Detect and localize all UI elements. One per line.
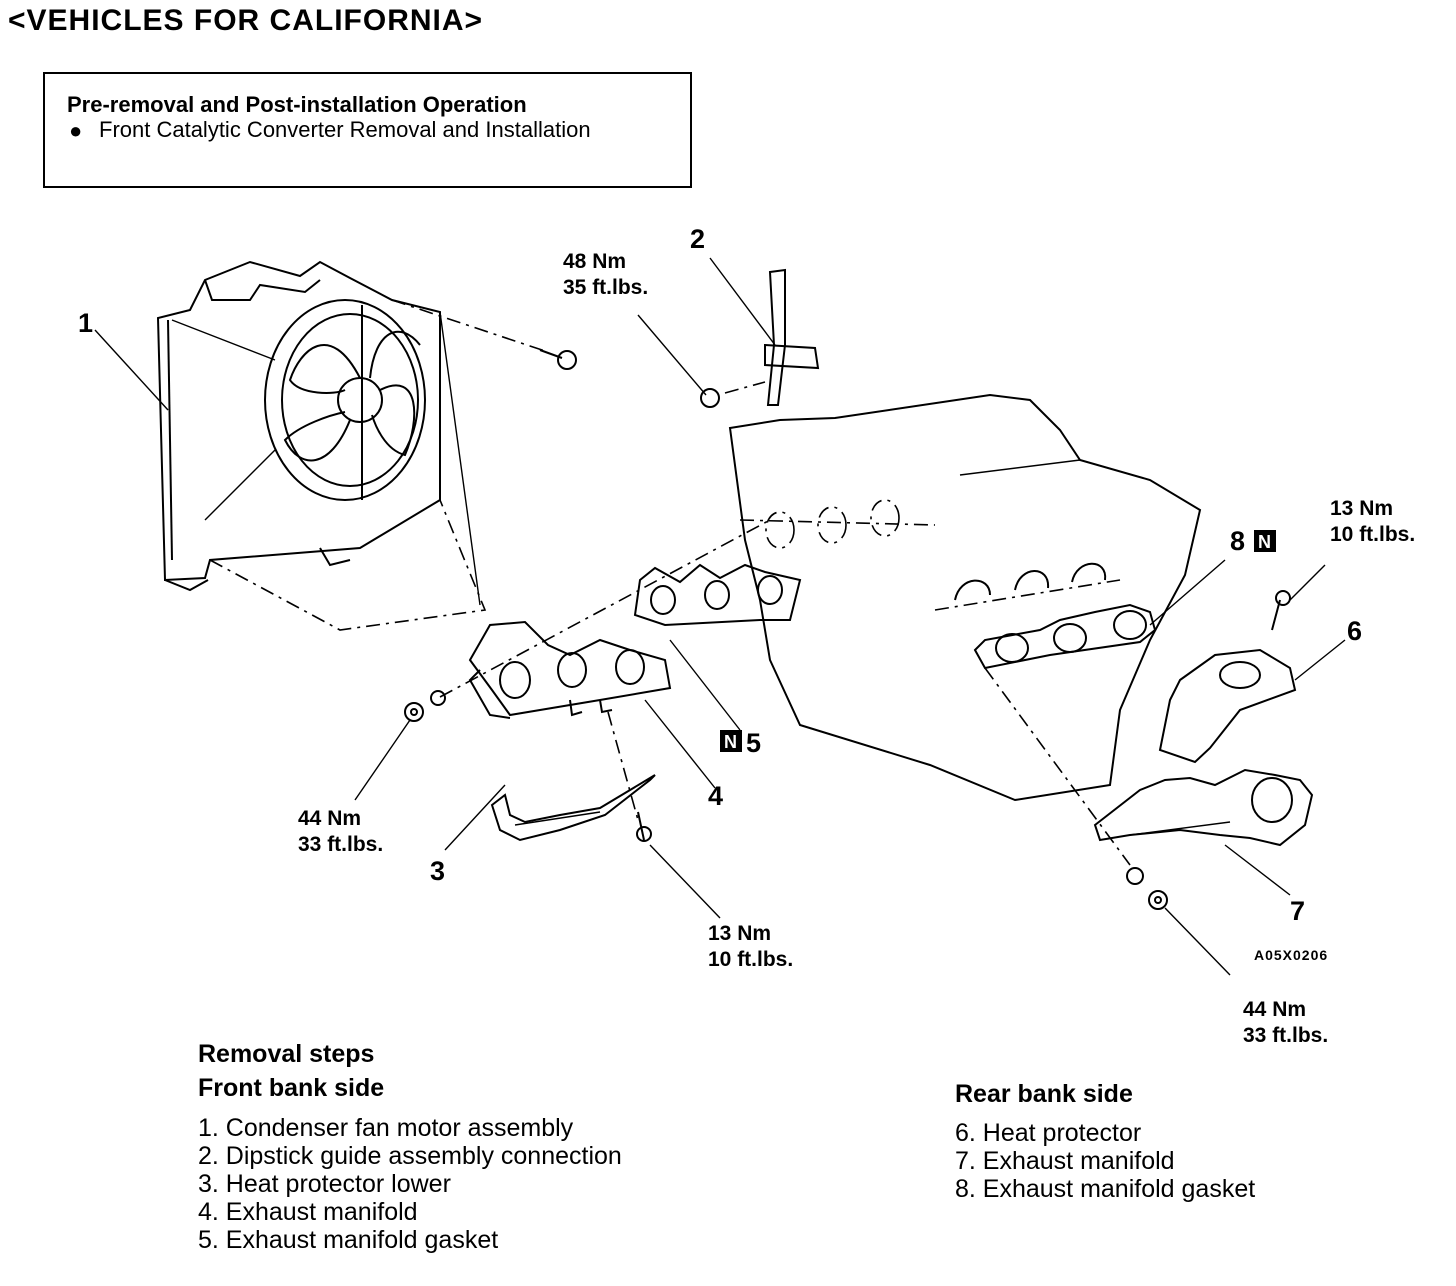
front-exhaust-manifold-drawing: [468, 620, 672, 719]
callout-8: 8: [1230, 526, 1245, 556]
torque-48-nm: 48 Nm: [563, 250, 626, 273]
list-item: 5. Exhaust manifold gasket: [198, 1226, 499, 1254]
torque-44-front-nm: 44 Nm: [298, 807, 361, 830]
rear-manifold-flange-drawing: [973, 603, 1157, 670]
figure-code: A05X0206: [1254, 947, 1328, 963]
leader-line-7: [1224, 844, 1291, 896]
leader-line-4: [644, 699, 716, 789]
callout-1: 1: [78, 308, 93, 338]
leader-line-8: [1149, 559, 1226, 626]
heat-protector-lower-drawing: [490, 774, 656, 842]
torque-48-ftlb: 35 ft.lbs.: [563, 276, 648, 299]
leader-line-13nm-front: [649, 844, 721, 919]
torque-13-rear-nm: 13 Nm: [1330, 497, 1393, 520]
torque-44-rear-ftlb: 33 ft.lbs.: [1243, 1024, 1328, 1047]
callout-3: 3: [430, 856, 445, 886]
operation-box: Pre-removal and Post-installation Operat…: [43, 72, 692, 188]
callout-4: 4: [708, 781, 723, 811]
operation-item: Front Catalytic Converter Removal and In…: [99, 117, 591, 142]
rear-bank-steps: 6. Heat protector 7. Exhaust manifold 8.…: [955, 1119, 1255, 1203]
callout-2: 2: [690, 224, 705, 254]
nut-icon: [404, 702, 424, 722]
list-item: 4. Exhaust manifold: [198, 1198, 418, 1226]
list-item: 2. Dipstick guide assembly connection: [198, 1142, 622, 1170]
leader-line-44nm-rear: [1164, 907, 1231, 976]
torque-44-rear-nm: 44 Nm: [1243, 998, 1306, 1021]
rear-exhaust-manifold-drawing: [1093, 768, 1314, 847]
leader-line-48nm: [637, 314, 707, 396]
bolt-icon: [539, 349, 577, 370]
front-bank-heading: Front bank side: [198, 1074, 385, 1102]
leader-line-2: [709, 257, 776, 346]
front-exhaust-gasket-drawing: [633, 563, 802, 627]
torque-44-front-ftlb: 33 ft.lbs.: [298, 833, 383, 856]
callout-6: 6: [1347, 616, 1362, 646]
engine-block-outline: [728, 393, 1202, 802]
new-part-mark: N: [1258, 532, 1271, 552]
operation-heading: Pre-removal and Post-installation Operat…: [67, 92, 527, 117]
rear-bank-heading: Rear bank side: [955, 1080, 1133, 1108]
bullet-icon: ●: [69, 118, 83, 143]
list-item: 1. Condenser fan motor assembly: [198, 1114, 574, 1142]
page-title: <VEHICLES FOR CALIFORNIA>: [8, 4, 484, 37]
leader-line-13nm-rear: [1289, 564, 1326, 601]
removal-steps-heading: Removal steps: [198, 1040, 375, 1068]
leader-line-6: [1294, 639, 1346, 681]
leader-line-1: [94, 329, 169, 411]
new-part-mark: N: [724, 732, 737, 752]
heat-protector-drawing: [1158, 648, 1297, 764]
list-item: 8. Exhaust manifold gasket: [955, 1175, 1256, 1203]
list-item: 6. Heat protector: [955, 1119, 1142, 1147]
callout-5: 5: [746, 728, 761, 758]
torque-13-front-nm: 13 Nm: [708, 922, 771, 945]
front-bank-steps: 1. Condenser fan motor assembly 2. Dipst…: [198, 1114, 622, 1254]
leader-line-44nm-front: [354, 719, 411, 801]
leader-line-5: [669, 639, 741, 731]
condenser-fan-motor-assembly-drawing: [156, 260, 487, 631]
list-item: 3. Heat protector lower: [198, 1170, 451, 1198]
rear-exhaust-gasket-drawing: [934, 562, 1121, 611]
torque-13-rear-ftlb: 10 ft.lbs.: [1330, 523, 1415, 546]
callout-7: 7: [1290, 896, 1305, 926]
new-part-badge: [720, 730, 742, 752]
torque-13-front-ftlb: 10 ft.lbs.: [708, 948, 793, 971]
list-item: 7. Exhaust manifold: [955, 1147, 1175, 1175]
new-part-badge: [1254, 530, 1276, 552]
bolt-icon: [1271, 590, 1291, 631]
bolt-icon: [636, 811, 652, 842]
nut-icon: [1126, 867, 1168, 910]
dipstick-guide-drawing: [700, 268, 820, 408]
leader-line-3: [444, 784, 506, 851]
